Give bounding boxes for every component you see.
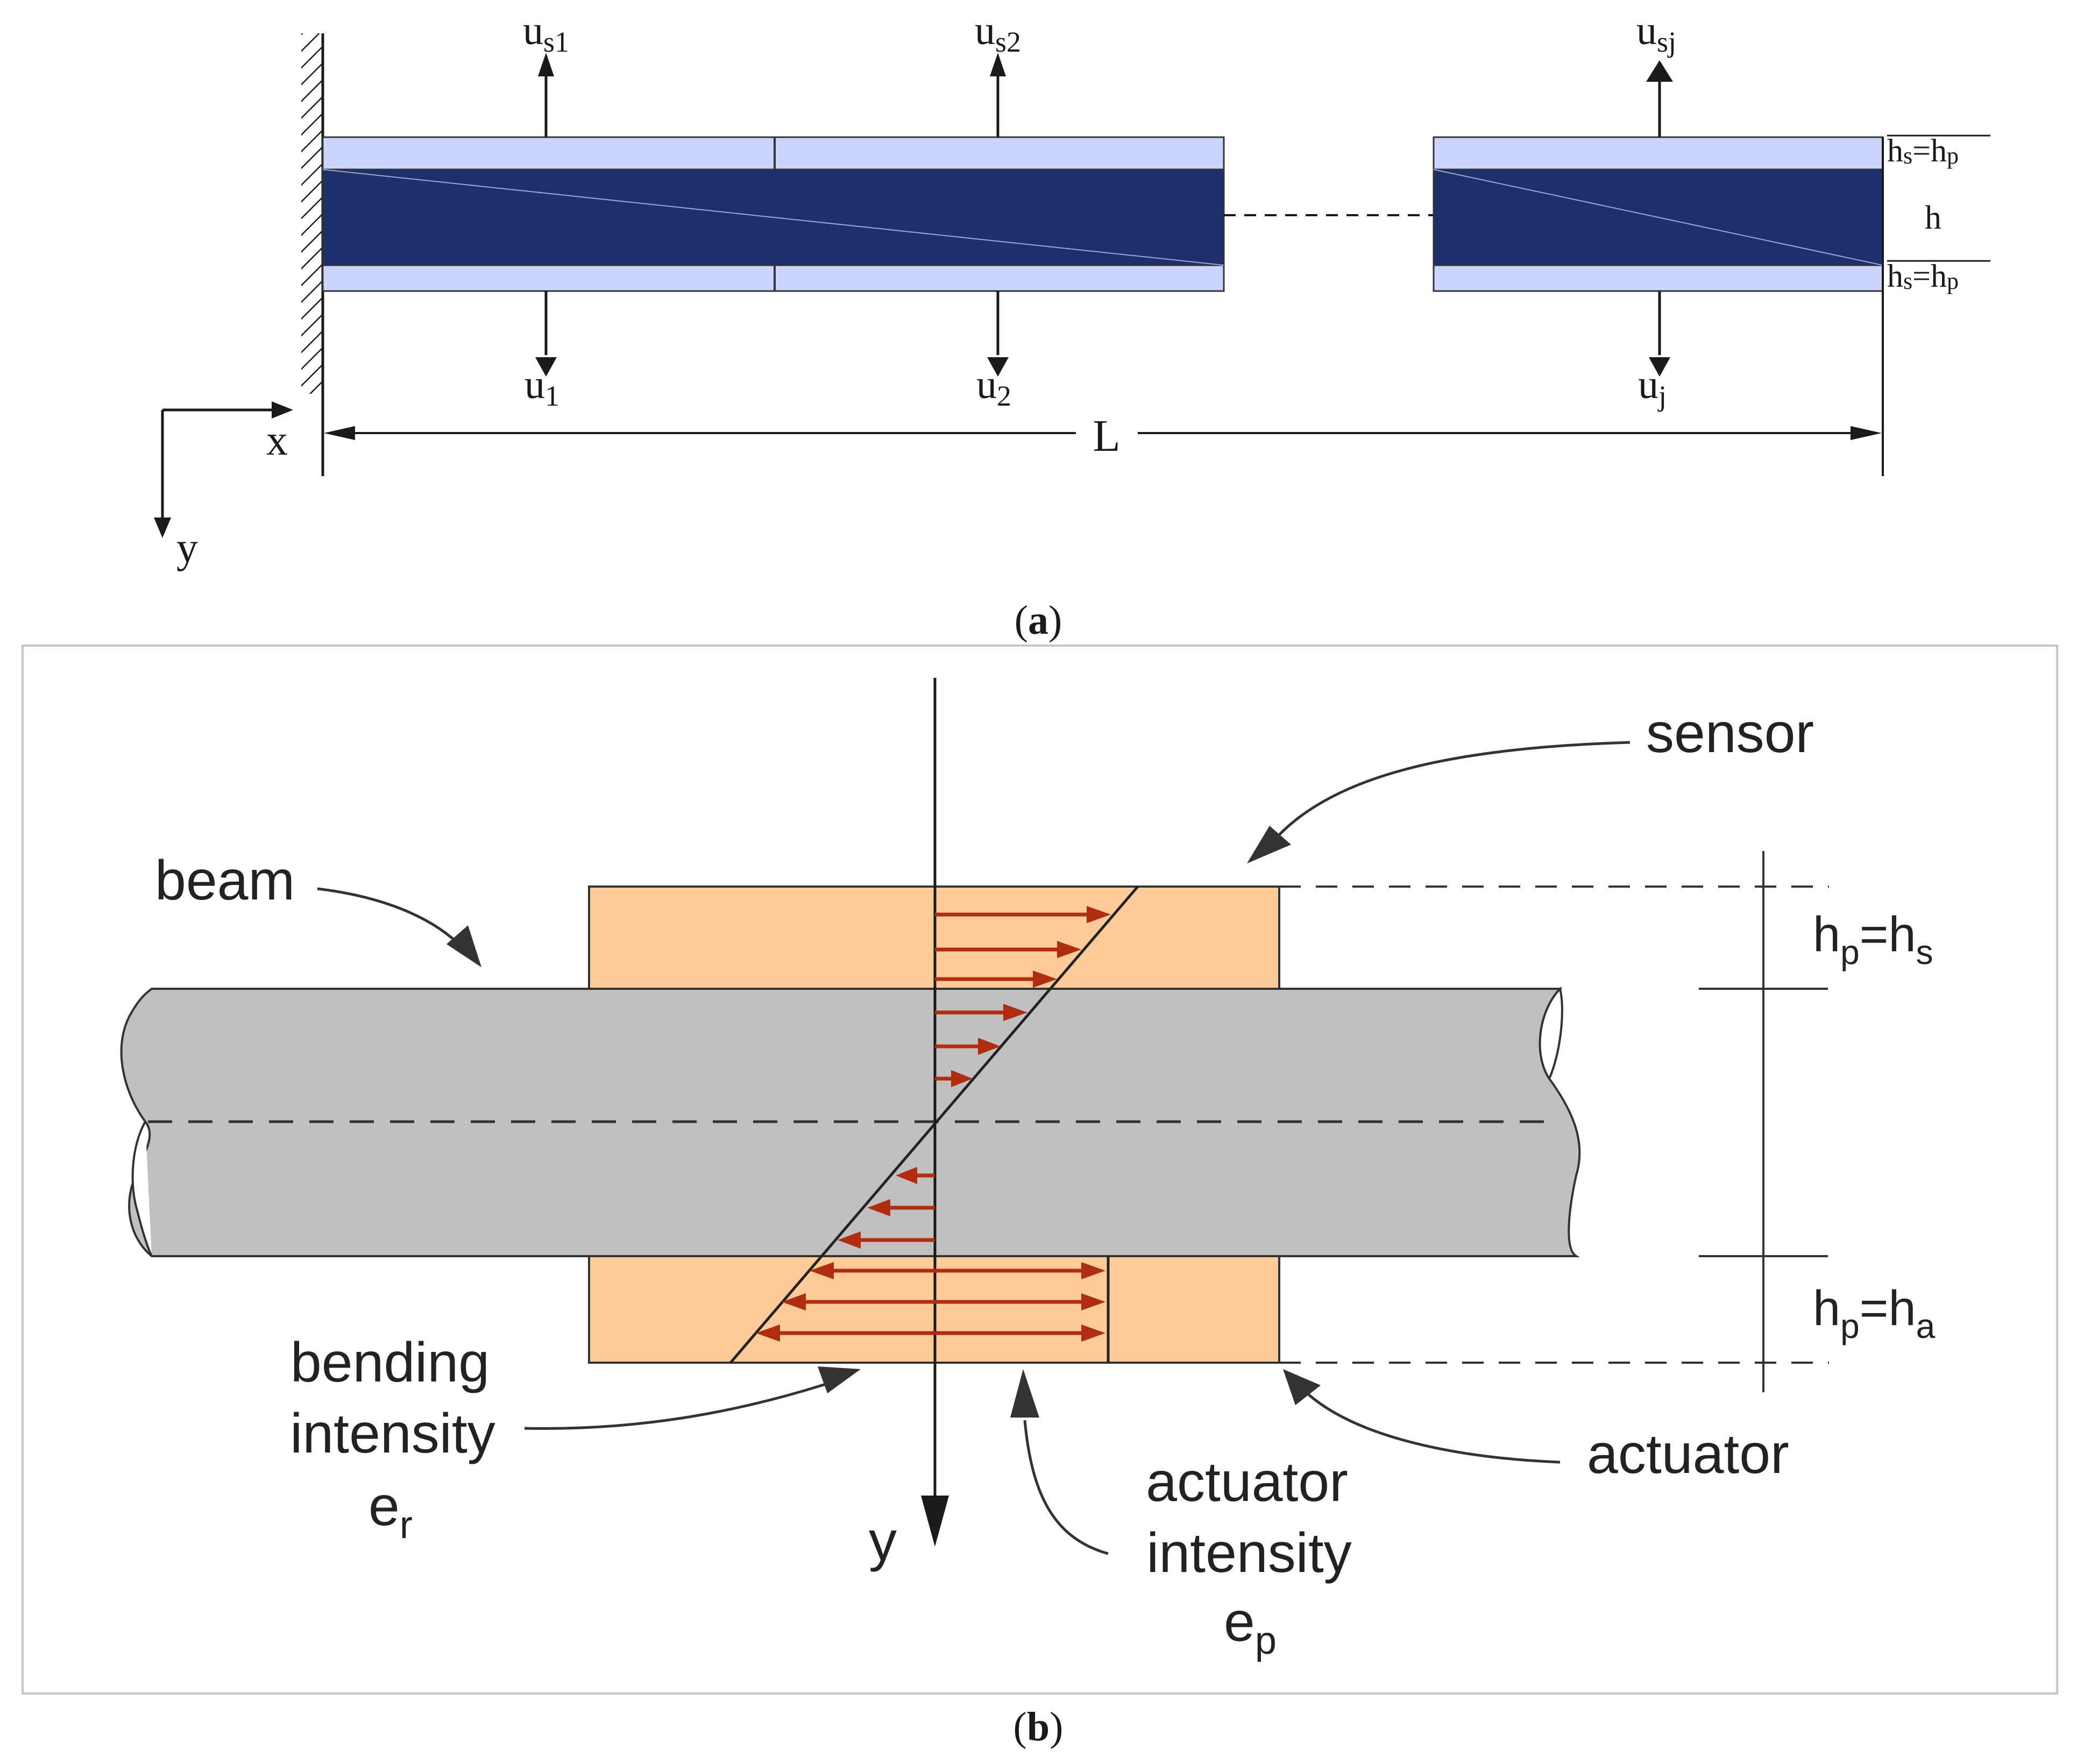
sensor-layer-left	[322, 136, 1225, 171]
beam-segment-left	[322, 136, 1225, 292]
coordinate-axes	[154, 401, 293, 538]
leader-actuator-intensity	[1023, 1420, 1109, 1555]
thickness-dimension	[1279, 851, 1829, 1392]
leader-arrowhead-bending	[818, 1366, 861, 1393]
leader-lines	[317, 741, 1631, 1555]
leader-sensor	[1274, 741, 1631, 840]
actuator-intensity-arrows	[756, 1262, 1105, 1342]
label-actuator-int-line1: actuator	[1146, 1451, 1348, 1513]
label-sensor: sensor	[1646, 702, 1814, 764]
label-actuator: actuator	[1587, 1423, 1789, 1485]
actuator-layer-right	[1433, 264, 1884, 292]
label-axis-x: x	[266, 417, 288, 464]
label-actuator-int-line2: intensity	[1146, 1522, 1352, 1584]
bending-arrows-bottom	[838, 1167, 935, 1249]
leader-arrowhead-sensor	[1247, 826, 1291, 863]
actuator-arrow-j	[1649, 291, 1670, 377]
label-actuator-int-symbol: ep	[1224, 1591, 1277, 1662]
panel-b: hp=hs hp=ha sensor beam actuator bending…	[22, 644, 2058, 1749]
sensor-arrow-j	[1646, 60, 1673, 137]
actuator-layer-left	[322, 264, 1225, 292]
label-us1: us1	[523, 8, 569, 58]
beam-left-break	[131, 1121, 153, 1257]
caption-a: (a)	[1015, 598, 1062, 643]
leader-arrowhead-beam	[446, 925, 481, 967]
label-bending-line1: bending	[290, 1331, 490, 1394]
label-hp-hs: hp=hs	[1813, 907, 1933, 972]
leader-actuator	[1306, 1392, 1561, 1464]
label-h-core: h	[1925, 200, 1941, 236]
label-axis-y-b: y	[869, 1510, 897, 1572]
y-axis-arrowhead	[921, 1496, 949, 1547]
clamped-wall	[301, 33, 323, 394]
label-length: L	[1093, 411, 1120, 461]
label-u1: u1	[524, 362, 559, 412]
leader-beam	[317, 887, 464, 949]
label-axis-y: y	[176, 525, 198, 572]
label-hp-ha: hp=ha	[1813, 1281, 1936, 1345]
label-bending-line2: intensity	[290, 1402, 495, 1465]
label-hs-hp-top: hs=hp	[1887, 133, 1959, 169]
label-bending-symbol: er	[368, 1475, 413, 1547]
leader-arrowhead-actuator	[1283, 1369, 1321, 1405]
sensor-arrow-2	[990, 53, 1006, 137]
strain-diagonal-left	[322, 169, 1224, 266]
length-dimension	[324, 426, 1882, 440]
bending-arrows-top	[935, 906, 1111, 1087]
label-u2: u2	[976, 362, 1011, 412]
sensor-layer-right	[1433, 136, 1884, 171]
label-beam: beam	[155, 849, 295, 912]
label-us2: us2	[975, 8, 1021, 58]
strain-diagonal-right	[1433, 169, 1883, 266]
panel-a: us1 us2 usj u1 u2 uj hs=hp h hs=hp L x y	[154, 8, 1990, 643]
label-hs-hp-bottom: hs=hp	[1887, 258, 1959, 294]
leader-arrowhead-actuator-intensity	[1010, 1369, 1039, 1418]
beam-right-break	[1539, 986, 1563, 1081]
actuator-arrow-2	[987, 291, 1009, 377]
caption-b: (b)	[1013, 1704, 1064, 1749]
beam-segment-right	[1433, 136, 1884, 292]
label-uj: uj	[1638, 362, 1667, 412]
sensor-arrow-1	[538, 53, 554, 137]
label-usj: usj	[1636, 8, 1676, 58]
actuator-arrow-1	[535, 291, 557, 377]
leader-bending	[524, 1380, 834, 1430]
